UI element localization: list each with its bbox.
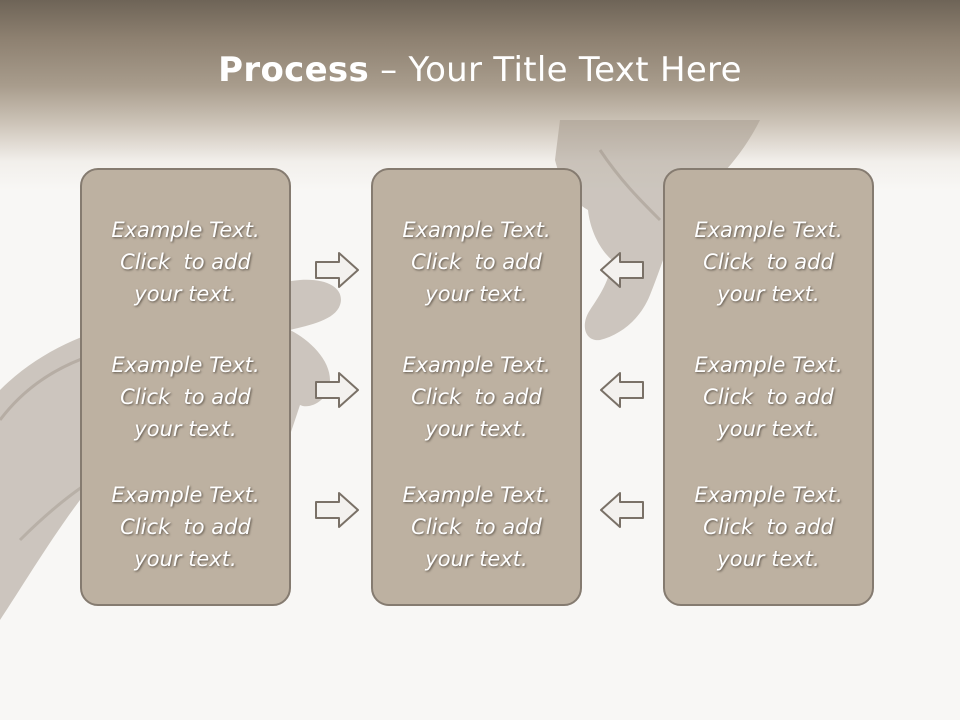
text-placeholder[interactable]: Example Text. Click to add your text. xyxy=(373,349,580,445)
slide-title[interactable]: Process – Your Title Text Here xyxy=(0,50,960,90)
title-rest-part: – Your Title Text Here xyxy=(369,50,742,90)
text-line: Example Text. xyxy=(111,353,260,377)
text-line: Example Text. xyxy=(111,483,260,507)
text-line: Example Text. xyxy=(402,483,551,507)
text-placeholder[interactable]: Example Text. Click to add your text. xyxy=(373,214,580,310)
text-placeholder[interactable]: Example Text. Click to add your text. xyxy=(82,349,289,445)
text-line: your text. xyxy=(717,547,820,571)
text-line: your text. xyxy=(717,417,820,441)
left-text-panel[interactable]: Example Text. Click to add your text. Ex… xyxy=(80,168,291,606)
arrow-left-icon[interactable] xyxy=(598,490,646,530)
text-line: Click to add xyxy=(411,385,542,409)
text-line: Example Text. xyxy=(694,353,843,377)
title-band xyxy=(0,0,960,190)
arrow-right-icon[interactable] xyxy=(313,250,361,290)
arrow-left-icon[interactable] xyxy=(598,370,646,410)
text-line: Example Text. xyxy=(694,483,843,507)
text-line: Click to add xyxy=(120,250,251,274)
text-line: your text. xyxy=(134,282,237,306)
text-line: Click to add xyxy=(411,250,542,274)
title-bold-part: Process xyxy=(218,50,370,90)
text-line: Click to add xyxy=(120,385,251,409)
text-line: Click to add xyxy=(703,515,834,539)
text-line: your text. xyxy=(425,417,528,441)
text-placeholder[interactable]: Example Text. Click to add your text. xyxy=(665,214,872,310)
text-placeholder[interactable]: Example Text. Click to add your text. xyxy=(373,479,580,575)
text-line: Example Text. xyxy=(694,218,843,242)
text-line: Example Text. xyxy=(402,218,551,242)
text-placeholder[interactable]: Example Text. Click to add your text. xyxy=(665,349,872,445)
text-line: Click to add xyxy=(703,385,834,409)
text-placeholder[interactable]: Example Text. Click to add your text. xyxy=(82,214,289,310)
text-line: Example Text. xyxy=(111,218,260,242)
arrow-right-icon[interactable] xyxy=(313,370,361,410)
text-line: your text. xyxy=(134,547,237,571)
text-line: your text. xyxy=(717,282,820,306)
arrow-left-icon[interactable] xyxy=(598,250,646,290)
text-line: Click to add xyxy=(120,515,251,539)
text-placeholder[interactable]: Example Text. Click to add your text. xyxy=(665,479,872,575)
middle-text-panel[interactable]: Example Text. Click to add your text. Ex… xyxy=(371,168,582,606)
right-text-panel[interactable]: Example Text. Click to add your text. Ex… xyxy=(663,168,874,606)
text-line: Click to add xyxy=(411,515,542,539)
text-line: your text. xyxy=(425,282,528,306)
text-line: your text. xyxy=(425,547,528,571)
text-line: your text. xyxy=(134,417,237,441)
text-placeholder[interactable]: Example Text. Click to add your text. xyxy=(82,479,289,575)
text-line: Click to add xyxy=(703,250,834,274)
arrow-right-icon[interactable] xyxy=(313,490,361,530)
text-line: Example Text. xyxy=(402,353,551,377)
